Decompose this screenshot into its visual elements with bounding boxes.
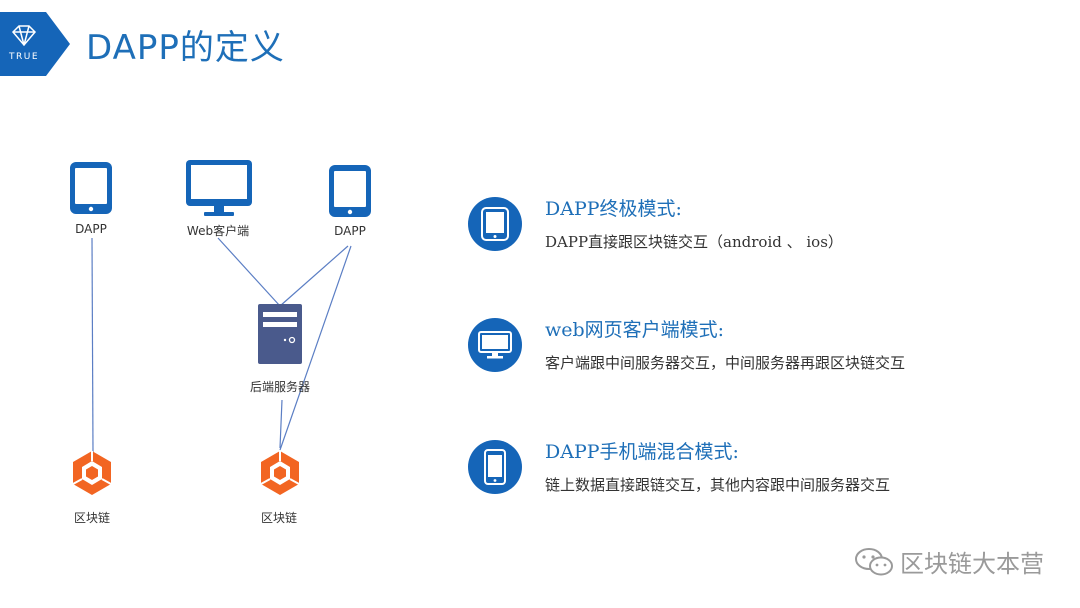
mode-3-desc: 链上数据直接跟链交互，其他内容跟中间服务器交互: [545, 476, 891, 494]
tablet-icon: [70, 162, 112, 214]
connector-dapp-blockchain: [91, 237, 94, 453]
wechat-icon: [855, 547, 893, 575]
connector-dapp-blockchain-right: [279, 245, 352, 451]
page-title: DAPP的定义: [86, 28, 285, 68]
tablet-icon: [481, 207, 509, 241]
phone-icon: [484, 449, 506, 485]
mode-1-desc: DAPP直接跟区块链交互（android 、 ios）: [545, 233, 843, 251]
node-label-blockchain-left: 区块链: [73, 511, 110, 525]
mode-2-icon-circle: [468, 318, 522, 372]
logo-text: TRUE: [8, 52, 39, 62]
watermark: 区块链大本营: [854, 544, 1044, 579]
monitor-icon: [478, 331, 512, 359]
monitor-icon: [186, 160, 252, 216]
tablet-icon: [329, 165, 371, 217]
mode-3-icon-circle: [468, 440, 522, 494]
blockchain-icon: [260, 451, 300, 495]
connector-web-server: [217, 237, 281, 307]
diamond-icon: [11, 25, 37, 47]
node-label-web-client: Web客户端: [186, 224, 250, 238]
connector-server-blockchain: [279, 399, 283, 449]
node-label-dapp-left: DAPP: [75, 222, 107, 236]
mode-2-title: web网页客户端模式:: [545, 319, 725, 341]
node-label-backend-server: 后端服务器: [249, 380, 310, 394]
blockchain-icon: [72, 451, 112, 495]
node-label-dapp-right: DAPP: [334, 224, 366, 238]
node-label-blockchain-right: 区块链: [260, 511, 297, 525]
mode-3-title: DAPP手机端混合模式:: [545, 441, 739, 463]
mode-2-desc: 客户端跟中间服务器交互，中间服务器再跟区块链交互: [545, 354, 906, 372]
logo-badge: TRUE: [0, 12, 70, 76]
connectors: [91, 237, 352, 453]
server-icon: [258, 304, 302, 364]
mode-1-title: DAPP终极模式:: [545, 198, 682, 220]
connector-dapp-server: [279, 245, 349, 307]
mode-1-icon-circle: [468, 197, 522, 251]
watermark-text: 区块链大本营: [900, 550, 1044, 578]
